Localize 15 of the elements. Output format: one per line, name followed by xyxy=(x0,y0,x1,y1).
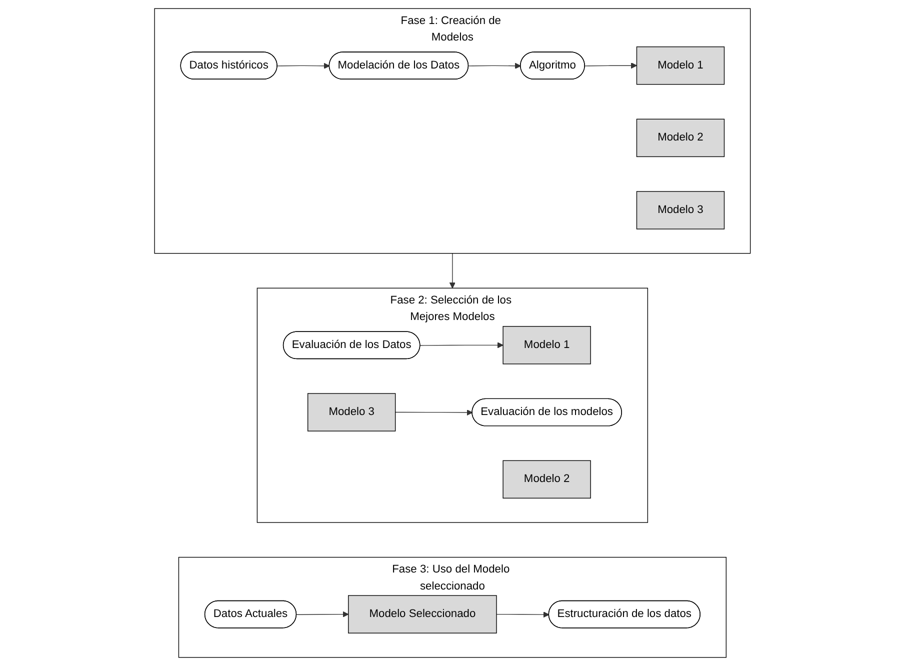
node-box: Modelo 1 xyxy=(502,326,591,364)
arrow xyxy=(277,62,330,68)
node-box: Modelo 3 xyxy=(308,392,396,431)
node-box: Modelo 2 xyxy=(502,460,591,498)
arrow xyxy=(395,409,473,416)
arrow xyxy=(496,611,550,618)
arrow xyxy=(296,610,349,617)
arrow xyxy=(468,62,522,68)
node-box: Modelo Seleccionado xyxy=(348,594,497,633)
node-box: Modelo 2 xyxy=(636,118,725,157)
arrow xyxy=(420,342,504,348)
arrow xyxy=(449,252,456,288)
arrow xyxy=(584,62,638,68)
node-box: Modelo 1 xyxy=(636,46,725,84)
node-box: Modelo 3 xyxy=(636,190,725,229)
